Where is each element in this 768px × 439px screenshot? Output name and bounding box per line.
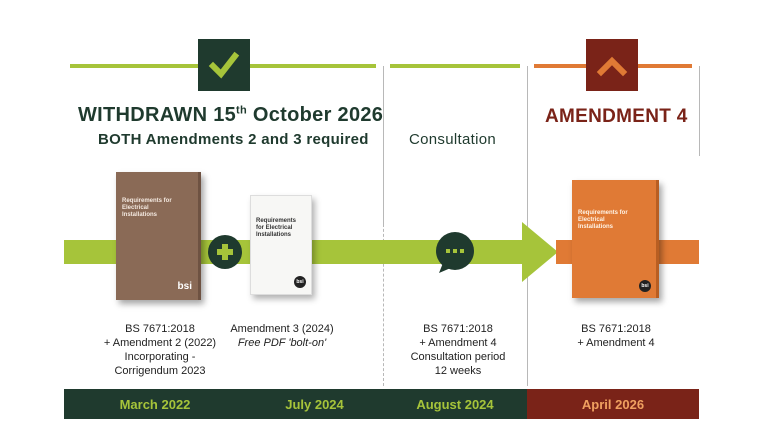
separator-3	[699, 66, 700, 156]
book-amendment4-title: Requirements for Electrical Installation…	[578, 210, 628, 230]
book-bs7671-logo: bsi	[177, 281, 192, 292]
caption-line: + Amendment 4	[577, 337, 655, 349]
separator-top-1	[383, 66, 384, 226]
top-line-green-consultation	[390, 64, 520, 68]
consultation-title: Consultation	[409, 131, 496, 148]
separator-2	[527, 66, 528, 386]
caption-july-2024: Amendment 3 (2024) Free PDF 'bolt-on'	[222, 322, 342, 350]
top-line-green-left	[70, 64, 198, 68]
plus-circle	[208, 235, 242, 269]
caption-line: Corrigendum 2023	[114, 365, 206, 377]
book-amendment-3: Requirements for Electrical Installation…	[250, 195, 312, 295]
caption-line: + Amendment 2 (2022)	[103, 337, 217, 349]
footer-july-2024: July 2024	[246, 389, 383, 419]
book-bs7671-title: Requirements for Electrical Installation…	[122, 198, 172, 218]
caption-august-2024: BS 7671:2018 + Amendment 4 Consultation …	[398, 322, 518, 378]
top-line-orange-right	[638, 64, 692, 68]
chevron-up-icon	[596, 56, 628, 77]
speech-bubble-icon	[436, 232, 474, 273]
book-amendment3-logo: bsi	[294, 276, 306, 288]
caption-line: 12 weeks	[434, 365, 482, 377]
book-amendment-4: Requirements for Electrical Installation…	[572, 180, 659, 298]
footer-april-2026: April 2026	[527, 389, 699, 419]
footer-august-2024: August 2024	[383, 389, 527, 419]
amendment-title: AMENDMENT 4	[545, 106, 688, 127]
caption-april-2026: BS 7671:2018 + Amendment 4	[556, 322, 676, 350]
withdrawn-subtitle: BOTH Amendments 2 and 3 required	[98, 131, 369, 148]
consultation-bubble	[435, 231, 475, 273]
caption-line: BS 7671:2018	[125, 323, 195, 335]
caption-line: Amendment 3 (2024)	[230, 323, 334, 335]
book-amendment4-logo: bsi	[639, 280, 651, 292]
caption-line: Incorporating -	[124, 351, 196, 363]
book-bs7671-2018: Requirements for Electrical Installation…	[116, 172, 201, 300]
caption-line: Consultation period	[410, 351, 506, 363]
separator-dashed	[383, 214, 385, 386]
amendment-badge	[586, 39, 638, 91]
plus-icon	[217, 244, 233, 260]
caption-line: + Amendment 4	[419, 337, 497, 349]
footer-march-2022: March 2022	[64, 389, 246, 419]
check-mark-icon	[208, 51, 240, 79]
caption-line: Free PDF 'bolt-on'	[237, 337, 327, 349]
book-amendment3-title: Requirements for Electrical Installation…	[256, 218, 297, 238]
caption-line: BS 7671:2018	[423, 323, 493, 335]
withdrawn-badge	[198, 39, 250, 91]
caption-line: BS 7671:2018	[581, 323, 651, 335]
caption-march-2022: BS 7671:2018 + Amendment 2 (2022) Incorp…	[95, 322, 225, 378]
withdrawn-title: WITHDRAWN 15th October 2026	[78, 104, 384, 126]
top-line-green-right	[250, 64, 376, 68]
top-line-orange-left	[534, 64, 586, 68]
timeline-arrowhead	[522, 222, 558, 282]
